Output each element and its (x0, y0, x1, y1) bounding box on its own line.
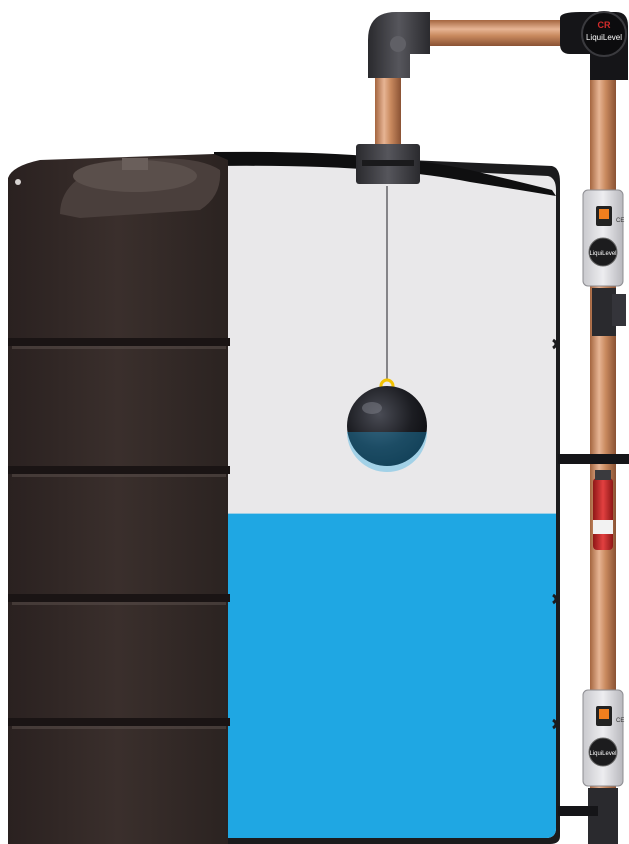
switch-label-lower: LiquiLevel (589, 751, 616, 757)
outlet-bracket (558, 806, 598, 816)
tank-exterior (8, 154, 230, 844)
logo-mark: CR (598, 20, 611, 30)
float-switch-upper: CE LiquiLevel (583, 190, 626, 336)
logo-name: LiquiLevel (586, 33, 622, 42)
liquilevel-logo: CR LiquiLevel (560, 12, 628, 80)
pipe-bracket (558, 454, 629, 464)
tank-interior (222, 160, 562, 844)
valve-icon (593, 470, 613, 550)
switch-marks-upper: CE (616, 218, 624, 224)
switch-marks-lower: CE (616, 718, 624, 724)
float-switch-lower: CE LiquiLevel (583, 690, 624, 844)
switch-label-upper: LiquiLevel (589, 251, 616, 257)
water-level (222, 514, 562, 844)
